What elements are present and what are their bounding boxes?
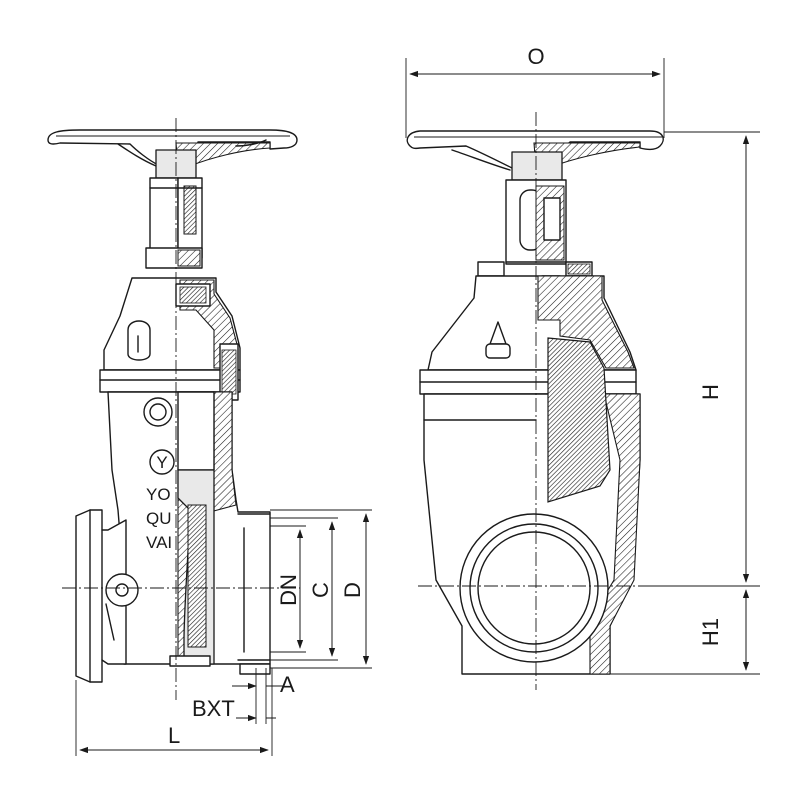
dimension-h-h1: H H1 (610, 131, 760, 675)
dimension-bxt: BXT (192, 696, 276, 722)
handwheel-front (406, 130, 664, 181)
body-front (423, 337, 641, 675)
bonnet-side (99, 277, 241, 401)
dimension-label-dn: DN (276, 574, 301, 606)
body-logo-text: Y (156, 453, 167, 472)
body-text-line-2: QU (146, 509, 172, 528)
body-text-line-3: VAI (146, 533, 172, 552)
grooved-end-left (75, 509, 139, 683)
stem-side (145, 177, 203, 269)
dimension-label-d: D (340, 582, 365, 598)
dimension-label-a: A (280, 672, 295, 697)
side-view: Y YO QU VAI (47, 118, 372, 756)
dimension-label-h1: H1 (698, 618, 723, 646)
dimension-label-l: L (168, 723, 180, 748)
dimension-label-bxt: BXT (192, 696, 235, 721)
dimension-l: L (75, 668, 273, 756)
grooved-end-right (237, 513, 271, 661)
body-side: Y YO QU VAI (107, 391, 271, 675)
dimension-o: O (405, 44, 665, 138)
front-view: O H H1 (405, 44, 760, 690)
body-text-line-1: YO (146, 485, 171, 504)
dimension-label-c: C (308, 582, 333, 598)
dimension-a: A (232, 668, 295, 724)
dimension-label-o: O (527, 44, 544, 69)
handwheel-side (47, 129, 298, 179)
dimension-label-h: H (698, 384, 723, 400)
dimension-dn-c-d: DN C D (270, 509, 372, 669)
